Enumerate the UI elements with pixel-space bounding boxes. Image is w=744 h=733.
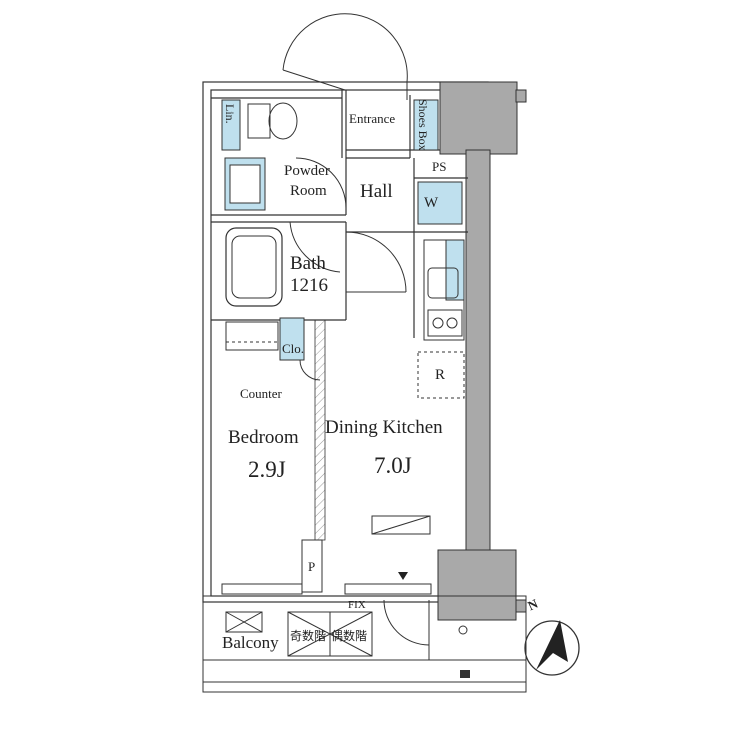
linen-label: Lin. [223,104,237,124]
linen-cupboard [221,99,241,151]
shoes-box [413,99,439,151]
column-right [465,149,491,553]
bath-label-2: 1216 [290,275,328,296]
partition-wall [314,319,326,541]
bath-tub [225,227,283,307]
column-top-right [439,81,518,155]
odd-floor-label: 奇数階 [290,629,327,643]
dining-kitchen-size: 7.0J [374,453,412,478]
ps-label: PS [432,159,447,174]
hall-label: Hall [360,181,393,202]
pipe-space-label: P [308,559,316,574]
powder-room-label-1: Powder [284,163,330,179]
toilet [268,102,298,140]
north-arrow-icon [524,620,580,676]
entrance-door-swing [282,13,408,83]
even-floor-label: 偶数階 [331,629,368,643]
closet-shelf [225,321,279,351]
tv-board [371,515,431,535]
sink [427,267,459,299]
bath-label-1: Bath [290,253,326,274]
bedroom-label: Bedroom [228,427,299,448]
counter-label: Counter [240,386,282,401]
balcony-label: Balcony [222,633,279,652]
pipe-shaft [301,539,323,593]
stove [427,309,463,337]
column-bottom-right [437,549,517,621]
entrance-label: Entrance [349,111,396,126]
closet-label: Clo. [282,341,305,356]
closet [279,317,305,361]
fix-label: FIX [348,599,366,611]
refrigerator-label: R [435,367,446,383]
bedroom-size: 2.9J [248,457,286,482]
washer [417,181,463,225]
shoes-box-label: Shoes Box [416,99,430,151]
washer-label: W [424,195,439,211]
refrigerator-space [417,351,465,399]
interior-walls [211,90,468,338]
dining-kitchen-label: Dining Kitchen [325,417,443,438]
balcony-outline [202,595,527,693]
powder-room-label-2: Room [290,183,327,199]
